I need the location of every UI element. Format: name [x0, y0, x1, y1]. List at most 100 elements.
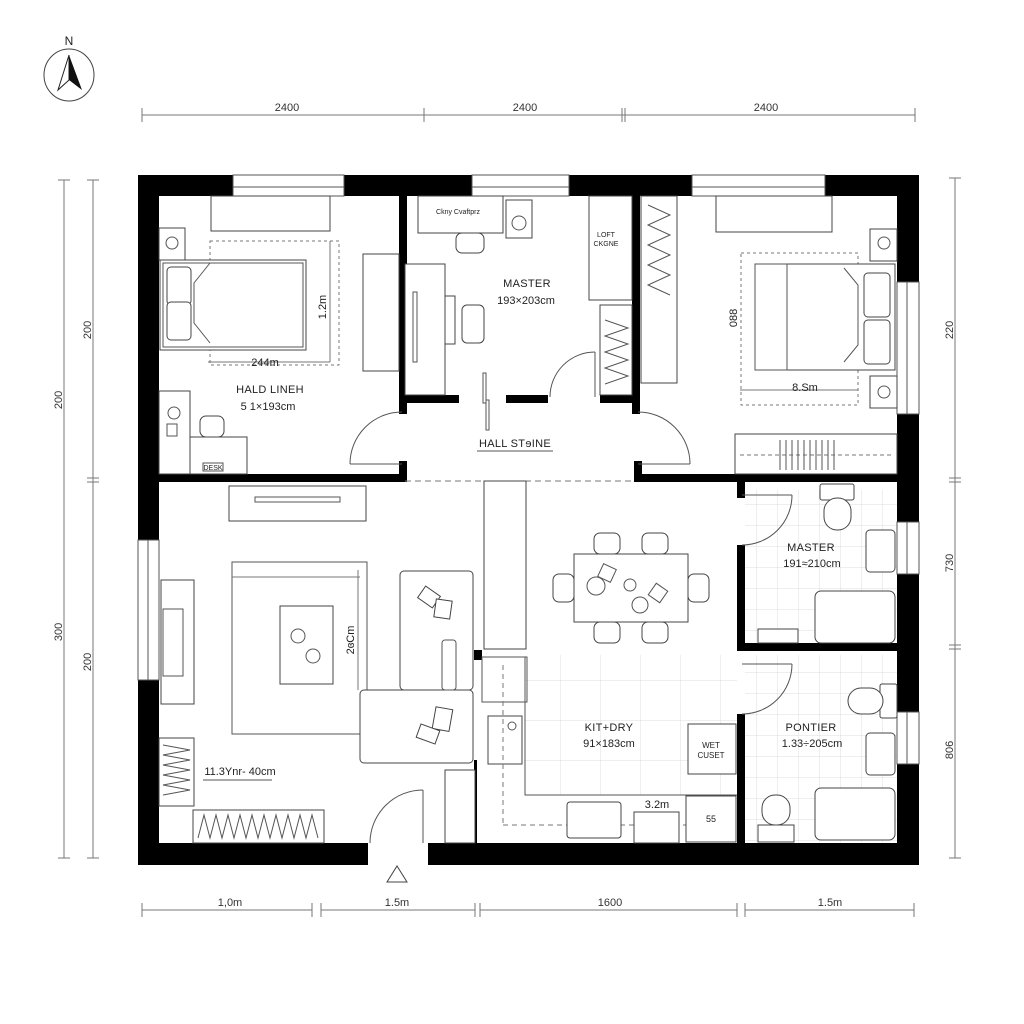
dim-bottom-1: 1,0m	[218, 897, 242, 909]
sink-cabinet	[505, 199, 533, 239]
rug	[231, 561, 368, 735]
dim-left-outer-2: 300	[53, 623, 65, 641]
sink-icon	[865, 529, 896, 573]
room-living: 2ɞCm 11.3Ynr- 40cm	[158, 485, 476, 844]
pillow	[166, 266, 192, 306]
buffet	[483, 480, 527, 650]
room-bedroom-right: 8.Sm 088	[640, 195, 898, 475]
room-name: KIT+DRY	[585, 722, 634, 734]
bookcase	[404, 263, 446, 396]
window-right-bath2	[896, 711, 920, 765]
dim-top-2: 2400	[513, 102, 537, 114]
dim-right-1: 220	[944, 321, 956, 339]
kitchen-sink	[487, 715, 523, 765]
bed-length-label: 088	[728, 309, 740, 327]
bottom-dimensions: 1,0m 1.5m 1600 1.5m	[141, 897, 915, 917]
tv-console	[228, 485, 367, 522]
desk	[417, 195, 504, 234]
nightstand	[869, 375, 898, 409]
desk-label: Ckny Cvaftprz	[436, 209, 480, 216]
room-bath-second: PONTIER 1.33÷205cm	[757, 683, 898, 843]
side-cabinet	[158, 390, 191, 475]
room-name: MASTER	[503, 278, 551, 290]
door-entrance	[369, 789, 424, 844]
dim-left-outer-1: 200	[53, 391, 65, 409]
shelf-dim-label: 11.3Ynr- 40cm	[204, 766, 275, 778]
counter-dim-label: 3.2m	[645, 799, 669, 811]
window-right-bedroom	[896, 281, 920, 415]
toilet-tank	[757, 824, 795, 843]
entry-cabinet	[444, 769, 476, 844]
window-top-middle	[471, 174, 570, 197]
window-left-living	[137, 539, 160, 681]
desk-right	[444, 295, 456, 345]
rug-dim-label: 2ɞCm	[345, 626, 357, 655]
appliance	[685, 795, 737, 843]
dining-table	[573, 553, 689, 623]
compass-north-label: N	[65, 34, 74, 48]
wardrobe	[599, 304, 633, 396]
room-size: 5 1×193cm	[241, 401, 296, 413]
dresser	[210, 195, 331, 232]
dim-bottom-2: 1.5m	[385, 897, 409, 909]
door-master-bath	[741, 494, 793, 546]
closet-label-2: CKGNE	[594, 241, 619, 248]
room-name: MASTER	[787, 542, 835, 554]
room-size: 91×183cm	[583, 738, 635, 750]
sofa-chaise	[359, 689, 474, 764]
room-size: 1.33÷205cm	[782, 738, 842, 750]
hall-label: HALL STɘINE	[479, 438, 551, 450]
fridge	[481, 656, 528, 703]
doors	[349, 351, 793, 844]
door-left-bedroom	[349, 411, 403, 465]
room-name: PONTIER	[786, 722, 837, 734]
right-dimensions: 220 730 806	[944, 177, 961, 859]
room-bedroom-left: 244m 1.2m HALD LINEH 5 1×193cm DESK	[158, 195, 400, 475]
entrance-triangle-icon	[386, 865, 408, 883]
dim-right-2: 730	[944, 554, 956, 572]
wet-closet-label-1: WET	[702, 741, 720, 750]
bed-width-label: 244m	[251, 357, 279, 369]
appliance-tag: 55	[706, 814, 716, 824]
dim-right-3: 806	[944, 741, 956, 759]
desk-tag: DESK	[203, 465, 222, 472]
dining-chairs	[552, 532, 710, 644]
compass: N	[43, 34, 95, 102]
office-chair	[461, 304, 485, 344]
dim-top-3: 2400	[754, 102, 778, 114]
dim-top-1: 2400	[275, 102, 299, 114]
dining-area	[483, 480, 710, 650]
door-study	[549, 351, 596, 398]
dim-bottom-3: 1600	[598, 897, 622, 909]
dim-left-inner-2: 200	[82, 653, 94, 671]
tall-closet	[588, 195, 633, 301]
hall: HALL STɘINE	[477, 438, 553, 452]
bathtub-icon	[814, 787, 896, 841]
dim-left-inner-1: 200	[82, 321, 94, 339]
wardrobe	[362, 253, 400, 372]
desk-chair	[199, 415, 225, 438]
room-name: HALD LINEH	[236, 384, 304, 396]
vanity	[757, 628, 799, 644]
room-size: 193×203cm	[497, 295, 555, 307]
toilet-icon	[847, 687, 884, 715]
toilet-icon	[823, 497, 852, 531]
sliding-door-hall	[482, 372, 490, 431]
nightstand	[158, 227, 186, 261]
window-right-bath1	[896, 521, 920, 575]
wet-closet	[687, 723, 737, 775]
room-kitchen: 3.2m 55 WET CUSET KIT+DRY 91×183cm	[481, 656, 737, 844]
window-top-right	[691, 174, 826, 197]
dresser	[715, 195, 833, 233]
double-sink	[566, 801, 622, 839]
left-dimensions: 200 300 200 200	[53, 179, 99, 859]
coffee-table	[279, 605, 334, 685]
desk	[189, 436, 248, 475]
top-dimension: 2400 2400 2400	[141, 102, 916, 122]
door-right-bedroom	[637, 411, 691, 465]
bed-width-label: 8.Sm	[792, 382, 818, 394]
window-top-left	[232, 174, 345, 197]
sink-icon	[865, 732, 896, 776]
lamp-icon	[165, 236, 179, 250]
north-arrow-icon	[56, 54, 82, 92]
